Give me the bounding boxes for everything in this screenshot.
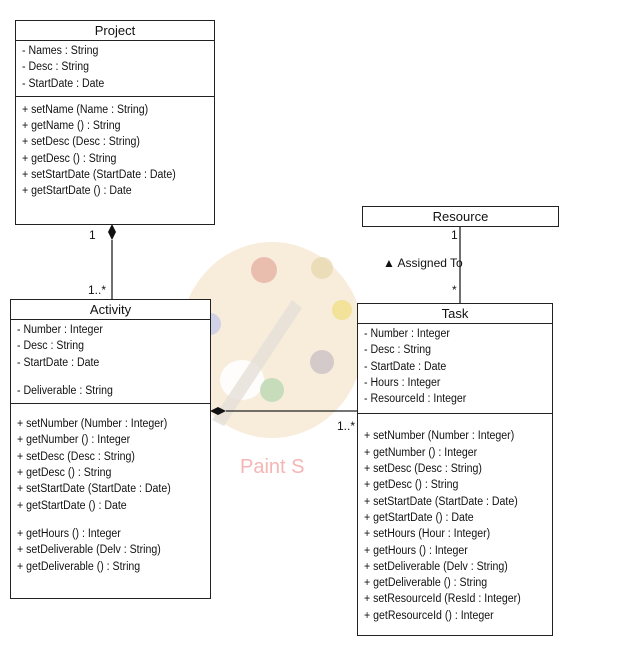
attribute: - Desc : String (22, 61, 90, 74)
operation: + setStartDate (StartDate : Date) (364, 495, 518, 508)
operation: + setNumber (Number : Integer) (17, 418, 168, 431)
class-resource[interactable]: Resource (362, 206, 559, 227)
attribute: - StartDate : Date (17, 356, 100, 369)
attribute: - StartDate : Date (22, 77, 105, 90)
operation: + getNumber () : Integer (364, 446, 478, 459)
activity-composition-diamond (210, 407, 226, 415)
spacer (17, 371, 204, 383)
attributes: - Number : Integer - Desc : String - Sta… (11, 320, 210, 405)
operation: + getDeliverable () : String (17, 560, 141, 573)
class-name: Task (358, 304, 552, 324)
operation: + getStartDate () : Date (17, 499, 127, 512)
operation: + getNumber () : Integer (17, 434, 131, 447)
operation: + setDeliverable (Delv : String) (364, 560, 508, 573)
task-multiplicity-activity: 1..* (337, 419, 356, 433)
operation: + setDesc (Desc : String) (17, 450, 135, 463)
watermark-text: Paint S (240, 456, 305, 478)
task-multiplicity: * (452, 283, 457, 297)
operations: + setName (Name : String) + getName () :… (16, 97, 214, 204)
operation: + setHours (Hour : Integer) (364, 528, 491, 541)
attribute: - Desc : String (364, 344, 432, 357)
class-activity[interactable]: Activity - Number : Integer - Desc : Str… (10, 299, 211, 599)
attribute: - Number : Integer (17, 324, 103, 336)
operation: + getStartDate () : Date (364, 511, 474, 524)
operation: + getDesc () : String (17, 467, 112, 480)
attribute: - Number : Integer (364, 328, 450, 340)
operation: + setDesc (Desc : String) (22, 136, 140, 149)
attributes: - Number : Integer - Desc : String - Sta… (358, 324, 552, 415)
operation: + setDeliverable (Delv : String) (17, 544, 161, 557)
attribute: - Names : String (22, 45, 99, 57)
class-name: Resource (432, 209, 489, 224)
class-name: Activity (11, 300, 210, 320)
paint-palette-watermark (180, 242, 364, 438)
attribute: - Hours : Integer (364, 376, 441, 389)
class-project[interactable]: Project - Names : String - Desc : String… (15, 20, 215, 225)
operation: + setName (Name : String) (22, 103, 149, 116)
operation: + getHours () : Integer (364, 544, 468, 557)
operation: + setDesc (Desc : String) (364, 463, 482, 476)
activity-multiplicity: 1..* (88, 283, 107, 297)
attribute: - StartDate : Date (364, 360, 447, 373)
attribute: - ResourceId : Integer (364, 393, 467, 406)
operations: + setNumber (Number : Integer) + getNumb… (11, 404, 210, 579)
assigned-to-label: ▲ Assigned To (383, 256, 463, 270)
operation: + getResourceId () : Integer (364, 609, 494, 622)
project-multiplicity: 1 (89, 228, 96, 242)
operation: + getDeliverable () : String (364, 577, 488, 590)
resource-multiplicity: 1 (451, 228, 458, 242)
operation: + getHours () : Integer (17, 527, 121, 540)
operation: + setStartDate (StartDate : Date) (22, 169, 176, 182)
spacer (17, 514, 204, 526)
class-name: Project (16, 21, 214, 41)
operation: + setResourceId (ResId : Integer) (364, 593, 521, 606)
operation: + getDesc () : String (364, 479, 459, 492)
operation: + getName () : String (22, 120, 121, 133)
class-task[interactable]: Task - Number : Integer - Desc : String … (357, 303, 553, 636)
attributes: - Names : String - Desc : String - Start… (16, 41, 214, 97)
operation: + getStartDate () : Date (22, 185, 132, 198)
attribute: - Desc : String (17, 340, 85, 353)
operation: + setStartDate (StartDate : Date) (17, 483, 171, 496)
operation: + setNumber (Number : Integer) (364, 430, 515, 443)
attribute: - Deliverable : String (17, 384, 113, 397)
operation: + getDesc () : String (22, 152, 117, 165)
operations: + setNumber (Number : Integer) + getNumb… (358, 414, 552, 628)
project-composition-diamond (108, 224, 116, 240)
